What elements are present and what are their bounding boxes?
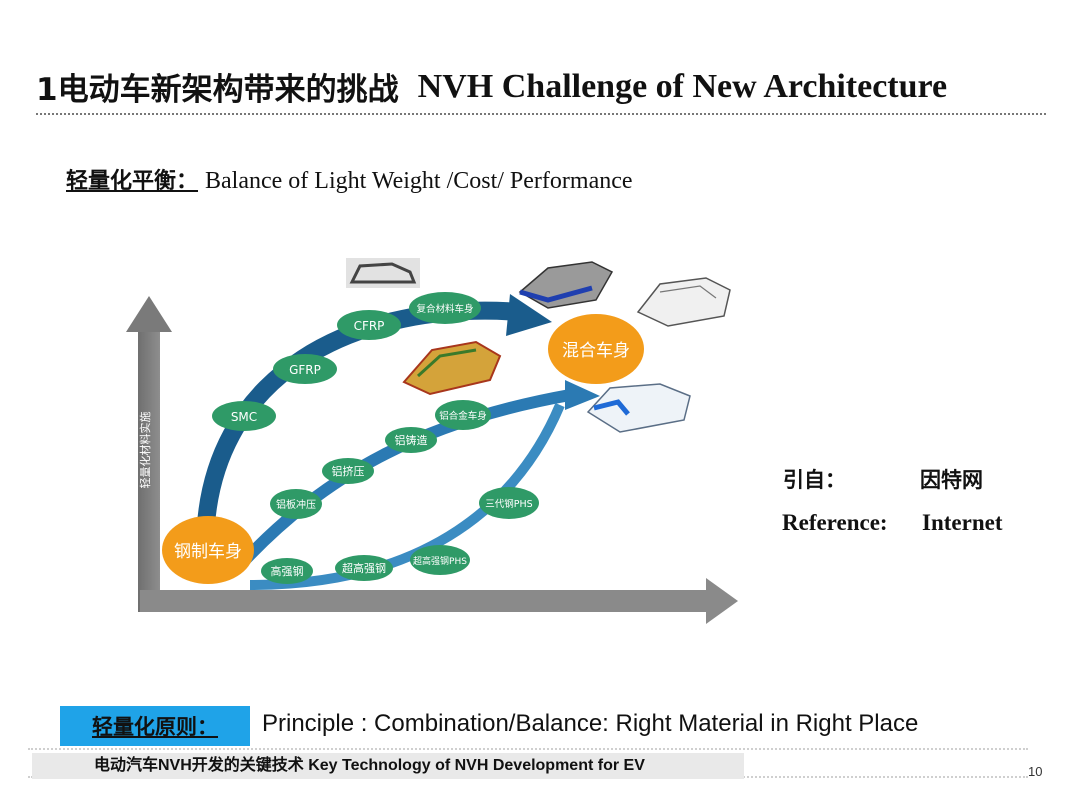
node-aluminum-alloy-body-label: 铝合金车身	[439, 410, 487, 422]
node-gfrp: GFRP	[273, 354, 337, 384]
node-composite-body: 复合材料车身	[409, 292, 481, 324]
reference-zh-value: 因特网	[920, 468, 983, 492]
vertical-axis-arrow	[126, 296, 172, 612]
footer-dotted-rule-1	[28, 748, 1028, 750]
node-composite-body-label: 复合材料车身	[416, 303, 473, 315]
reference-en-label: Reference:	[782, 510, 888, 535]
horizontal-axis-arrow	[140, 578, 738, 624]
lower-path-arrow	[249, 403, 565, 590]
node-aluminum-extrusion-label: 铝挤压	[332, 464, 365, 478]
footer-text: 电动汽车NVH开发的关键技术 Key Technology of NVH Dev…	[94, 757, 645, 774]
node-third-gen-steel-phs: 三代钢PHS	[479, 487, 539, 519]
node-high-strength-steel: 高强钢	[261, 558, 313, 584]
footer-bar: 电动汽车NVH开发的关键技术 Key Technology of NVH Dev…	[32, 753, 744, 779]
node-ultra-high-strength-steel-phs: 超高强钢PHS	[410, 545, 470, 575]
node-aluminum-alloy-body: 铝合金车身	[435, 400, 491, 430]
middle-path-arrow	[240, 380, 600, 565]
node-third-gen-steel-phs-label: 三代钢PHS	[485, 498, 532, 510]
node-high-strength-steel-label: 高强钢	[271, 564, 304, 578]
node-aluminum-extrusion: 铝挤压	[322, 458, 374, 484]
title-zh: 1电动车新架构带来的挑战	[36, 72, 399, 108]
node-aluminum-stamping-label: 铝板冲压	[276, 498, 316, 511]
subtitle: 轻量化平衡： Balance of Light Weight /Cost/ Pe…	[66, 163, 633, 195]
node-smc: SMC	[212, 401, 276, 431]
car-side-frame-image	[346, 258, 420, 288]
start-node-label: 钢制车身	[174, 542, 242, 562]
node-ultra-high-strength-steel-label: 超高强钢	[342, 561, 386, 575]
slide-title: 1电动车新架构带来的挑战 NVH Challenge of New Archit…	[36, 64, 1046, 114]
node-aluminum-stamping: 铝板冲压	[270, 489, 322, 519]
principle-text: Principle : Combination/Balance: Right M…	[262, 710, 919, 737]
end-node-label: 混合车身	[562, 341, 630, 361]
y-axis-label: 轻量化材料实施	[138, 412, 152, 489]
principle-label-box: 轻量化原则：	[60, 706, 250, 746]
node-gfrp-label: GFRP	[289, 363, 321, 377]
node-cfrp-label: CFRP	[354, 319, 385, 333]
node-ultra-high-strength-steel: 超高强钢	[335, 555, 393, 581]
car-body-white-image	[636, 277, 731, 327]
node-cfrp: CFRP	[337, 310, 401, 340]
node-aluminum-casting-label: 铝铸造	[395, 433, 428, 447]
end-node-hybrid-body: 混合车身	[548, 314, 644, 384]
car-frame-blue-image	[518, 261, 614, 309]
page-number: 10	[1028, 764, 1043, 779]
node-ultra-high-strength-steel-phs-label: 超高强钢PHS	[413, 555, 467, 567]
reference-en-value: Internet	[922, 510, 1003, 535]
subtitle-en: Balance of Light Weight /Cost/ Performan…	[205, 168, 633, 194]
car-body-mixed-material-image	[586, 383, 691, 433]
start-node-steel-body: 钢制车身	[162, 516, 254, 584]
subtitle-zh: 轻量化平衡：	[66, 169, 199, 194]
reference-zh-label: 引自：	[783, 468, 846, 492]
node-smc-label: SMC	[231, 410, 257, 424]
node-aluminum-casting: 铝铸造	[385, 427, 437, 453]
car-body-colored-image	[402, 340, 502, 396]
title-en: NVH Challenge of New Architecture	[417, 67, 948, 105]
title-divider	[36, 113, 1046, 115]
